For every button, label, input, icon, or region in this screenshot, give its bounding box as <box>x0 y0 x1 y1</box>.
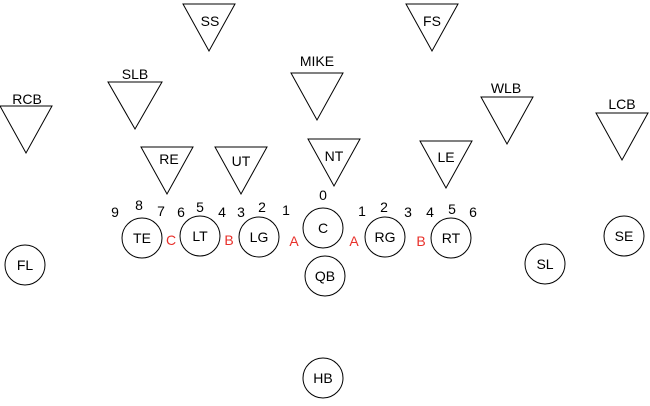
defender-triangle <box>182 3 236 53</box>
defender-label: SLB <box>122 66 148 82</box>
technique-number: 3 <box>237 204 245 220</box>
defender-label: WLB <box>491 80 521 96</box>
defense-players: SS FS SLB MIKE WLB RCB LCB RE UT NT LE <box>0 3 649 196</box>
player-circle <box>4 244 46 286</box>
offense-players: FL TE LT LG C RG RT SL SE QB HB <box>4 207 645 399</box>
player-label: HB <box>313 370 332 386</box>
player-lt: LT <box>179 215 221 257</box>
defender-triangle <box>405 3 459 53</box>
defender-ut: UT <box>214 146 268 196</box>
gap-letter: C <box>166 232 176 248</box>
player-circle <box>304 255 346 297</box>
defender-label: RCB <box>12 91 42 107</box>
defender-label: NT <box>325 148 344 164</box>
player-label: C <box>318 220 328 236</box>
technique-number: 0 <box>319 187 327 203</box>
player-label: SE <box>615 228 634 244</box>
player-circle <box>238 216 280 258</box>
player-c: C <box>302 207 344 249</box>
defender-label: MIKE <box>300 53 334 69</box>
player-label: RT <box>442 230 461 246</box>
technique-number: 4 <box>426 204 434 220</box>
technique-number: 4 <box>218 204 226 220</box>
player-label: RG <box>375 229 396 245</box>
player-sl: SL <box>524 243 566 285</box>
player-circle <box>302 357 344 399</box>
player-label: SL <box>536 256 553 272</box>
defender-re: RE <box>140 146 194 196</box>
player-label: LT <box>192 228 208 244</box>
gap-letters: CBAABC <box>166 232 426 249</box>
player-rg: RG <box>364 216 406 258</box>
player-label: FL <box>17 257 34 273</box>
player-circle <box>121 217 163 259</box>
technique-number: 2 <box>380 199 388 215</box>
defender-nt: NT <box>307 138 361 188</box>
player-se: SE <box>603 215 645 257</box>
player-label: LG <box>250 229 269 245</box>
defender-triangle <box>140 146 194 196</box>
player-hb: HB <box>302 357 344 399</box>
technique-number: 9 <box>111 204 119 220</box>
player-circle <box>603 215 645 257</box>
defender-wlb: WLB <box>480 80 534 146</box>
defender-slb: SLB <box>107 66 163 131</box>
defender-label: LE <box>437 149 454 165</box>
defender-label: RE <box>159 151 178 167</box>
defender-label: LCB <box>608 96 635 112</box>
player-qb: QB <box>304 255 346 297</box>
player-circle <box>302 207 344 249</box>
defender-triangle <box>419 140 473 190</box>
gap-letter: B <box>416 233 425 249</box>
defender-triangle <box>107 81 163 131</box>
player-circle <box>430 217 472 259</box>
defender-triangle <box>0 105 53 155</box>
technique-number: 5 <box>448 201 456 217</box>
defender-label: FS <box>423 13 441 29</box>
player-circle <box>364 216 406 258</box>
gap-letter: A <box>289 233 299 249</box>
gap-letter: B <box>224 232 233 248</box>
defender-lcb: LCB <box>595 96 649 162</box>
player-circle <box>524 243 566 285</box>
technique-number: 6 <box>469 204 477 220</box>
player-lg: LG <box>238 216 280 258</box>
defender-triangle <box>290 72 344 122</box>
player-circle <box>179 215 221 257</box>
player-rt: RT <box>430 217 472 259</box>
player-label: TE <box>133 230 151 246</box>
defender-ss: SS <box>182 3 236 53</box>
player-fl: FL <box>4 244 46 286</box>
player-label: QB <box>315 268 335 284</box>
defender-triangle <box>307 138 361 188</box>
defender-label: SS <box>201 13 220 29</box>
technique-number: 2 <box>258 199 266 215</box>
technique-number: 7 <box>157 203 165 219</box>
player-te: TE <box>121 217 163 259</box>
technique-number: 3 <box>404 204 412 220</box>
defender-label: UT <box>232 153 251 169</box>
defender-rcb: RCB <box>0 91 53 155</box>
defender-le: LE <box>419 140 473 190</box>
technique-number: 5 <box>196 199 204 215</box>
defender-triangle <box>595 112 649 162</box>
defender-triangle <box>214 146 268 196</box>
technique-number: 6 <box>177 204 185 220</box>
defender-fs: FS <box>405 3 459 53</box>
technique-number: 1 <box>282 202 290 218</box>
technique-number: 8 <box>135 197 143 213</box>
gap-letter: A <box>349 233 359 249</box>
defender-mike: MIKE <box>290 53 344 122</box>
technique-number: 1 <box>358 203 366 219</box>
defender-triangle <box>480 96 534 146</box>
